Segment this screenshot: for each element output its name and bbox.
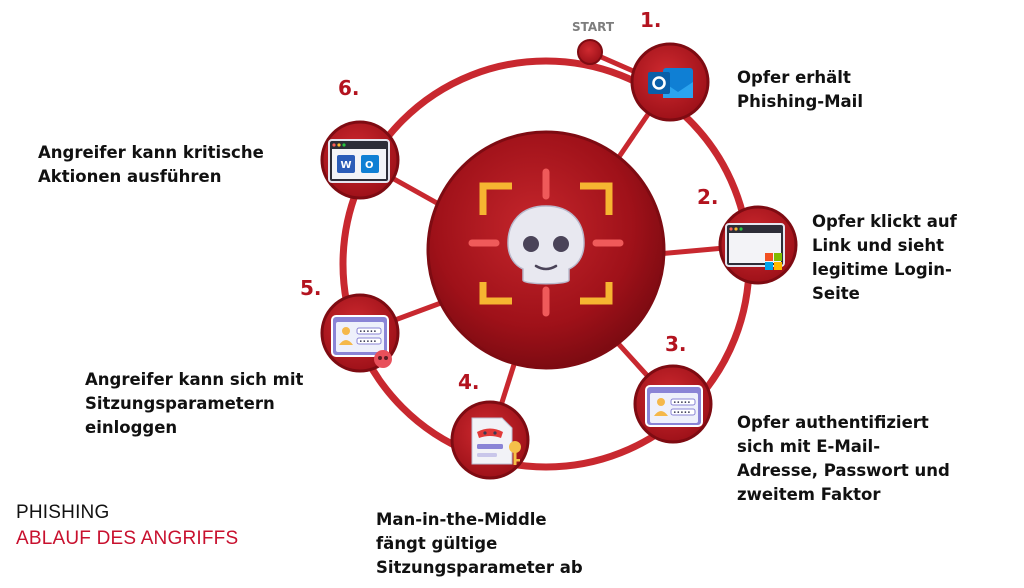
start-connector: [577, 39, 642, 77]
svg-text:•••••: •••••: [673, 400, 691, 407]
step-2-line-1: Opfer klickt auf: [812, 212, 957, 231]
step-3-label: Opfer authentifiziert sich mit E-Mail- A…: [737, 411, 950, 507]
word-outlook-window-icon: W O: [328, 139, 390, 183]
login-form-icon: ••••• •••••: [645, 385, 703, 427]
step-2-node: [718, 205, 798, 285]
step-4-label: Man-in-the-Middle fängt gültige Sitzungs…: [376, 508, 583, 580]
svg-text:W: W: [341, 160, 352, 171]
step-2-label: Opfer klickt auf Link und sieht legitime…: [812, 210, 957, 306]
login-form-skull-icon: ••••• •••••: [331, 315, 392, 368]
step-1-number: 1.: [640, 8, 662, 32]
step-3-line-3: Adresse, Passwort und: [737, 461, 950, 480]
skull-target-icon: [468, 168, 624, 317]
outlook-mail-icon: [648, 68, 693, 98]
step-6-label: Angreifer kann kritische Aktionen ausfüh…: [38, 141, 264, 189]
step-5-line-3: einloggen: [85, 418, 178, 437]
step-5-line-2: Sitzungsparametern: [85, 394, 275, 413]
step-4-line-3: Sitzungsparameter ab: [376, 558, 583, 577]
step-1-line-2: Phishing-Mail: [737, 92, 863, 111]
step-4-number: 4.: [458, 370, 480, 394]
step-2-line-3: legitime Login-: [812, 260, 952, 279]
start-label: START: [572, 20, 615, 34]
center-node: [426, 130, 666, 370]
browser-login-page-icon: [725, 223, 785, 270]
step-6-line-1: Angreifer kann kritische: [38, 143, 264, 162]
step-1-label: Opfer erhält Phishing-Mail: [737, 66, 863, 114]
step-5-line-1: Angreifer kann sich mit: [85, 370, 304, 389]
step-3-line-2: sich mit E-Mail-: [737, 437, 881, 456]
step-5-label: Angreifer kann sich mit Sitzungsparamete…: [85, 368, 303, 440]
step-3-node: ••••• •••••: [633, 364, 713, 444]
step-6-node: W O: [320, 120, 400, 200]
step-2-line-4: Seite: [812, 284, 860, 303]
step-1-node: [630, 42, 710, 122]
step-1-line-1: Opfer erhält: [737, 68, 851, 87]
step-2-line-2: Link und sieht: [812, 236, 944, 255]
step-4-node: [450, 400, 530, 480]
svg-text:O: O: [365, 160, 374, 171]
step-4-line-2: fängt gültige: [376, 534, 498, 553]
step-3-line-1: Opfer authentifiziert: [737, 413, 929, 432]
step-5-number: 5.: [300, 276, 322, 300]
step-2-number: 2.: [697, 185, 719, 209]
step-4-line-1: Man-in-the-Middle: [376, 510, 547, 529]
svg-text:•••••: •••••: [359, 329, 377, 336]
step-3-line-4: zweitem Faktor: [737, 485, 881, 504]
masked-document-key-icon: [471, 417, 521, 465]
svg-text:•••••: •••••: [673, 410, 691, 417]
step-6-number: 6.: [338, 76, 360, 100]
step-6-line-2: Aktionen ausführen: [38, 167, 222, 186]
step-5-node: ••••• •••••: [320, 293, 400, 373]
footer-title: PHISHING: [16, 502, 110, 523]
footer-subtitle: ABLAUF DES ANGRIFFS: [16, 528, 239, 549]
step-3-number: 3.: [665, 332, 687, 356]
svg-text:•••••: •••••: [359, 339, 377, 346]
